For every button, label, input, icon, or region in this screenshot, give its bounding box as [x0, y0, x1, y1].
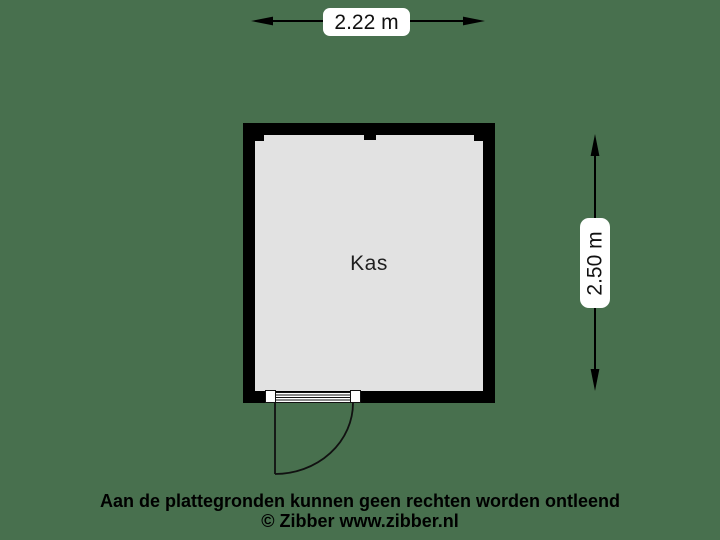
room-floor: Kas [255, 135, 483, 391]
wall-stub-left [255, 135, 264, 141]
height-dimension-value: 2.50 m [583, 230, 607, 296]
room-label: Kas [350, 251, 388, 275]
height-dimension-label: 2.50 m [580, 218, 610, 308]
door-post-left [265, 390, 276, 403]
door-swing-icon [274, 402, 354, 475]
wall-stub-center [364, 135, 376, 140]
width-dimension-label: 2.22 m [323, 8, 410, 36]
width-dimension-value: 2.22 m [334, 10, 399, 34]
wall-stub-right [474, 135, 483, 141]
door-post-right [350, 390, 361, 403]
disclaimer-text: Aan de plattegronden kunnen geen rechten… [99, 491, 621, 511]
door-threshold [266, 392, 361, 403]
copyright-text: © Zibber www.zibber.nl [261, 511, 459, 531]
room-walls: Kas [243, 123, 495, 403]
